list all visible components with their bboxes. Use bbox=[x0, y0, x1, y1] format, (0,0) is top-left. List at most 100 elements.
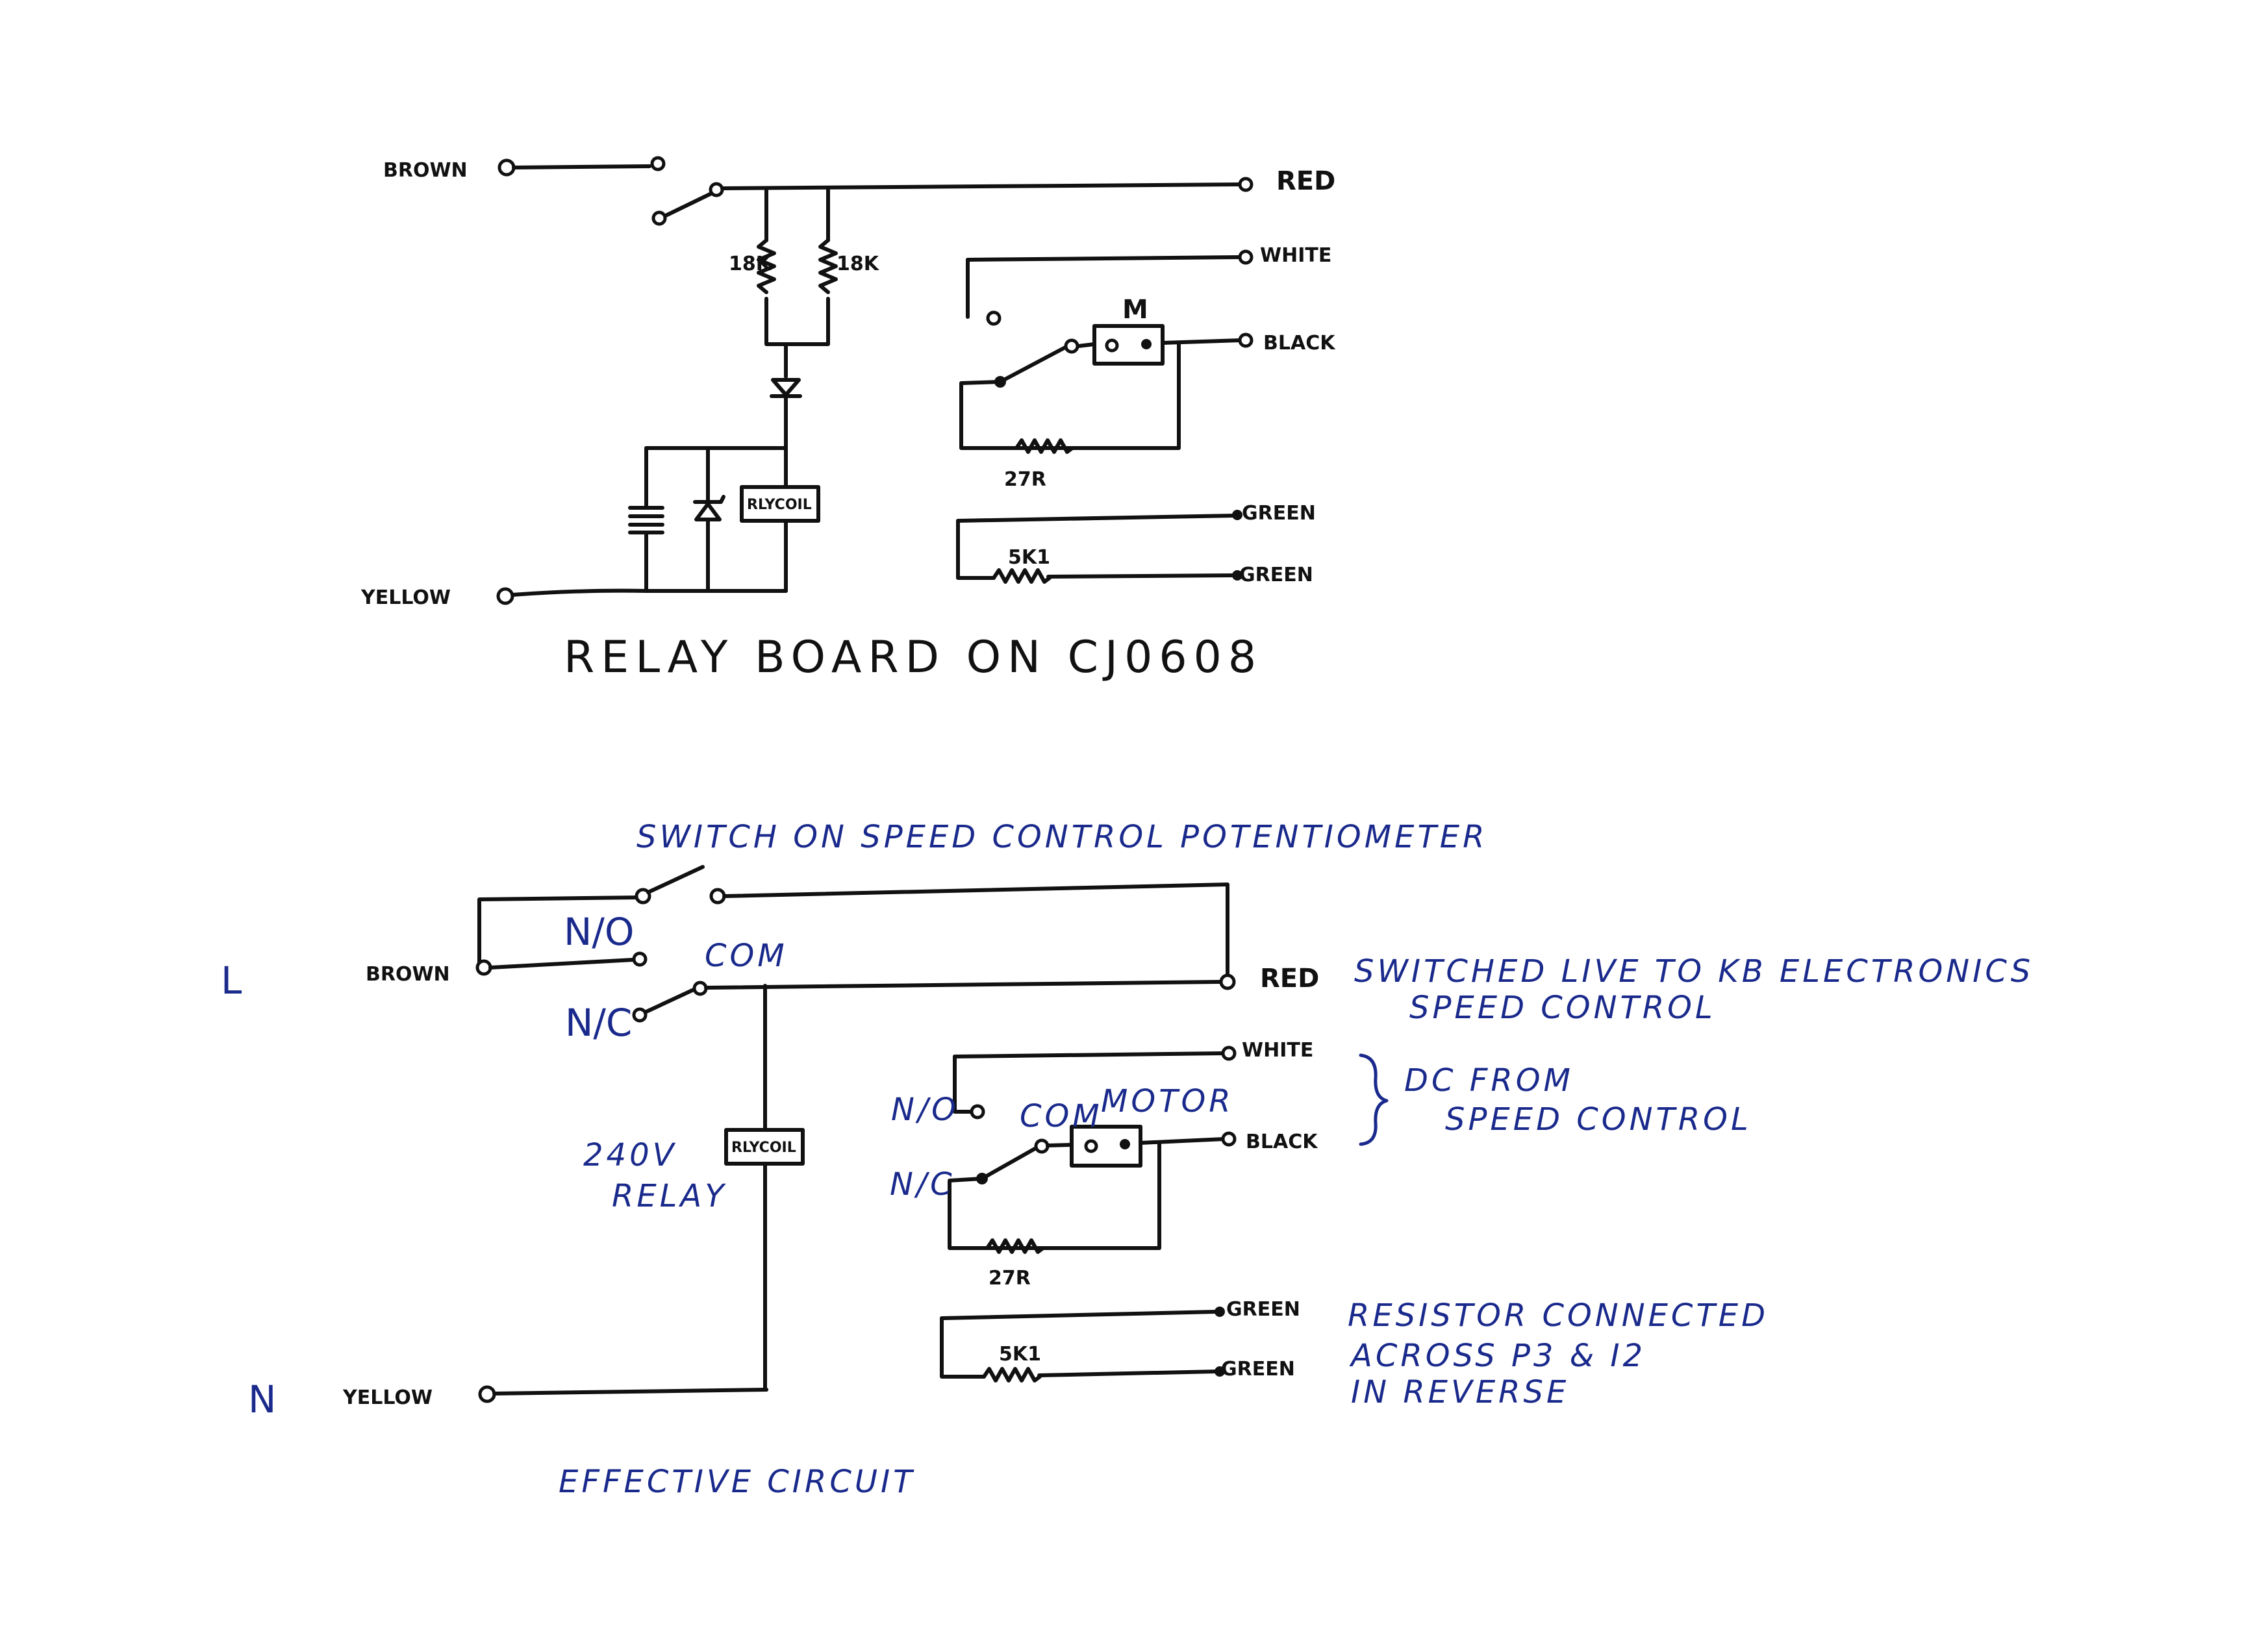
label-black-top: BLACK bbox=[1263, 332, 1336, 355]
wire-red-bus-bottom bbox=[704, 980, 1223, 990]
brace-dc bbox=[1359, 1053, 1389, 1146]
terminal-yellow-top bbox=[496, 587, 514, 605]
label-relay-240v: 240V bbox=[583, 1137, 677, 1173]
wire-27r-loop bbox=[959, 341, 1181, 450]
terminal-black-bottom bbox=[1221, 1131, 1237, 1147]
pot-switch-contact-1 bbox=[635, 888, 651, 905]
zener-bar bbox=[693, 495, 725, 504]
motor2-terminal-2 bbox=[1120, 1139, 1130, 1149]
resistor-5k1-top bbox=[992, 568, 1052, 584]
label-relay-word: RELAY bbox=[612, 1178, 727, 1214]
wire-r2-bottom bbox=[797, 297, 830, 346]
resistor-18k-2 bbox=[818, 238, 838, 294]
motor-box-bottom bbox=[1070, 1125, 1142, 1168]
wire-white bbox=[966, 255, 1242, 262]
terminal-red-top bbox=[1238, 177, 1254, 192]
terminal-white-bottom bbox=[1221, 1045, 1237, 1061]
terminal-white-top bbox=[1238, 249, 1254, 265]
terminal-black-top bbox=[1238, 332, 1254, 348]
motor2-terminal-1 bbox=[1084, 1139, 1098, 1153]
capacitor bbox=[628, 506, 664, 534]
label-r2-18k: 18K bbox=[837, 253, 880, 275]
relay-coil-top bbox=[740, 485, 820, 523]
label-motor-top: M bbox=[1122, 295, 1148, 325]
wire-green1-top bbox=[956, 514, 1236, 523]
resistor-27r-top bbox=[1014, 438, 1074, 454]
motor-terminal-1 bbox=[1105, 338, 1119, 353]
note-resistor-3: IN REVERSE bbox=[1351, 1374, 1569, 1410]
label-motor-bottom: MOTOR bbox=[1101, 1083, 1234, 1120]
wire-white-bottom bbox=[953, 1051, 1226, 1058]
note-switch-potentiometer: SWITCH ON SPEED CONTROL POTENTIOMETER bbox=[636, 819, 1487, 855]
relay-board-diagram: BROWN YELLOW RED WHITE BLACK GREEN GREEN… bbox=[360, 156, 1336, 683]
note-switched-live-2: SPEED CONTROL bbox=[1409, 990, 1716, 1026]
label-line-l: L bbox=[221, 958, 242, 1003]
wire-green2-bottom bbox=[1037, 1370, 1218, 1377]
wire-27r-loop-bottom bbox=[948, 1141, 1161, 1250]
wire-brown-top bbox=[512, 164, 651, 169]
label-27r-bottom: 27R bbox=[989, 1267, 1031, 1290]
terminal-brown-top bbox=[498, 158, 516, 177]
wire-pot-switch-right bbox=[722, 882, 1229, 982]
wire-r1-bottom bbox=[764, 297, 801, 346]
label-green1-top: GREEN bbox=[1242, 502, 1316, 525]
contact-no2-bottom bbox=[970, 1104, 985, 1120]
switch-contact-bottom bbox=[651, 210, 667, 226]
label-coil-top: RLYCOIL bbox=[747, 497, 812, 513]
note-switched-live-1: SWITCHED LIVE TO KB ELECTRONICS bbox=[1354, 953, 2034, 990]
label-no2: N/O bbox=[891, 1092, 959, 1128]
wire-green2-top bbox=[1046, 573, 1236, 579]
relay-common-top bbox=[1064, 338, 1079, 354]
label-red-top: RED bbox=[1276, 166, 1335, 196]
label-yellow-bottom: YELLOW bbox=[342, 1386, 433, 1409]
wire-red-bus-top bbox=[720, 182, 1242, 190]
wire-yellow-bottom bbox=[492, 1388, 768, 1395]
effective-circuit-diagram: SWITCH ON SPEED CONTROL POTENTIOMETER L … bbox=[221, 819, 2034, 1500]
label-27r-top: 27R bbox=[1004, 468, 1046, 491]
label-nc: N/C bbox=[565, 1001, 632, 1045]
motor-box-top bbox=[1092, 324, 1165, 366]
label-brown-top: BROWN bbox=[383, 159, 468, 182]
switch-blade bbox=[664, 192, 713, 218]
label-white-top: WHITE bbox=[1260, 244, 1331, 267]
note-resistor-1: RESISTOR CONNECTED bbox=[1348, 1297, 1769, 1334]
title-relay-board: RELAY BOARD ON CJ0608 bbox=[564, 632, 1263, 683]
diode-series bbox=[771, 378, 801, 397]
wire-black bbox=[1161, 338, 1242, 345]
label-red-bottom: RED bbox=[1260, 964, 1319, 994]
note-resistor-2: ACROSS P3 & I2 bbox=[1349, 1338, 1646, 1374]
label-black-bottom: BLACK bbox=[1246, 1131, 1318, 1153]
label-5k1-bottom: 5K1 bbox=[999, 1343, 1041, 1366]
label-com2: COM bbox=[1020, 1098, 1103, 1134]
label-no: N/O bbox=[564, 910, 635, 954]
wire-green1-bottom bbox=[940, 1310, 1218, 1320]
relay-blade-top bbox=[998, 345, 1067, 384]
contact-nc-bottom bbox=[632, 1007, 648, 1023]
wire-common-motor bbox=[1076, 342, 1096, 348]
note-dc-2: SPEED CONTROL bbox=[1445, 1101, 1752, 1138]
wire-coil-to-neutral bbox=[763, 1162, 768, 1392]
wire-white-left-bottom bbox=[953, 1055, 973, 1114]
wire-pot-switch-left bbox=[477, 895, 642, 966]
label-brown-bottom: BROWN bbox=[366, 963, 450, 986]
terminal-green1-bottom bbox=[1215, 1307, 1225, 1317]
switch-contact-top bbox=[650, 156, 666, 171]
label-yellow-top: YELLOW bbox=[360, 586, 451, 609]
resistor-18k-1 bbox=[757, 238, 776, 294]
pot-switch-blade bbox=[646, 865, 705, 894]
wire-black-bottom bbox=[1139, 1137, 1226, 1145]
label-green2-top: GREEN bbox=[1239, 564, 1313, 586]
terminal-green2-bottom bbox=[1215, 1366, 1225, 1377]
motor-terminal-2 bbox=[1141, 339, 1152, 349]
relay-blade-bottom bbox=[644, 988, 696, 1014]
label-green2-bottom: GREEN bbox=[1221, 1358, 1295, 1381]
title-effective-circuit: EFFECTIVE CIRCUIT bbox=[559, 1464, 915, 1500]
wire-yellow-rail bbox=[510, 588, 788, 597]
terminal-red-bottom bbox=[1219, 973, 1236, 990]
label-white-bottom: WHITE bbox=[1242, 1039, 1313, 1062]
resistor-27r-bottom bbox=[985, 1238, 1045, 1254]
wire-green-loop-bottom bbox=[940, 1316, 986, 1379]
relay-blade2-bottom bbox=[980, 1146, 1038, 1181]
note-dc-1: DC FROM bbox=[1404, 1062, 1574, 1099]
